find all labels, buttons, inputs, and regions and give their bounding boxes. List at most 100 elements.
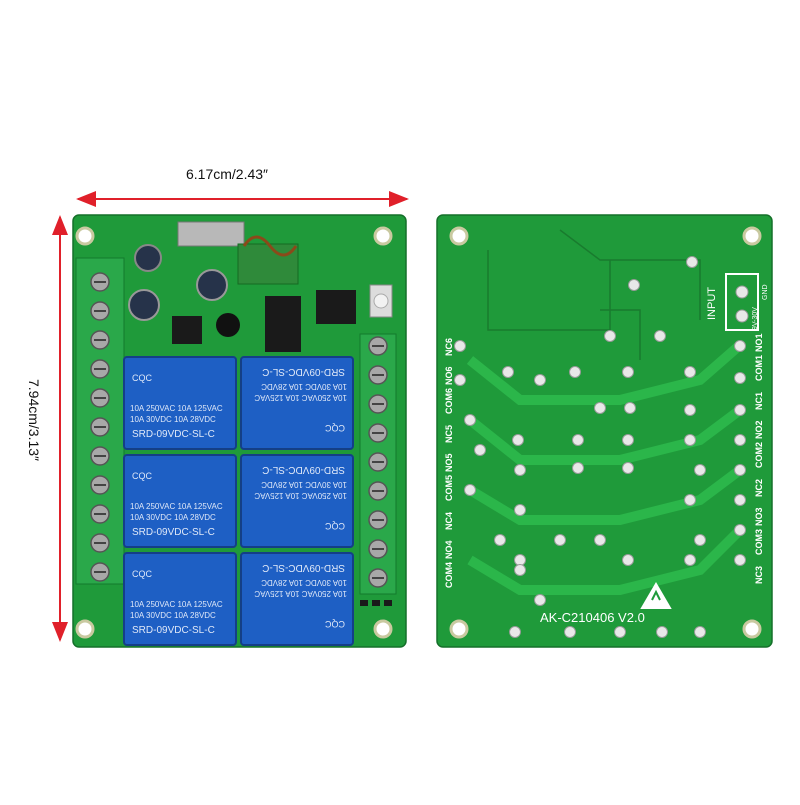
gnd-label: GND [762,284,769,300]
height-dimension-label: 7.94cm/3.13″ [26,378,42,462]
solder-pad [622,366,634,378]
relay-model-label: SRD-09VDC-SL-C [132,429,215,440]
relay-model-label: SRD-09VDC-SL-C [132,527,215,538]
ics [172,290,356,352]
solder-pad [569,366,581,378]
solder-pad [474,444,486,456]
relay-rating-label: 10A 30VDC 10A 28VDC [261,578,347,587]
relay-rating-label: 10A 250VAC 10A 125VAC [130,600,223,609]
relay-model-label: SRD-09VDC-SL-C [262,464,345,475]
solder-pad [686,256,698,268]
solder-pad [734,524,746,536]
terminal-label: NO5 [444,453,454,472]
terminal-label: COM4 [444,562,454,588]
solder-pad [554,534,566,546]
terminal-label: NC2 [754,479,764,497]
relay: CQC 10A 250VAC 10A 125VAC 10A 30VDC 10A 28… [240,552,354,646]
solder-pad [514,504,526,516]
board-version-label: AK-C210406 V2.0 [540,610,645,625]
solder-pad [694,464,706,476]
solder-pad [684,366,696,378]
solder-pad [684,494,696,506]
relay-rating-label: 10A 30VDC 10A 28VDC [130,513,216,522]
input-voltage-label: 9V-30V [752,307,759,330]
solder-pad [622,554,634,566]
solder-pad [734,464,746,476]
solder-pad [624,402,636,414]
terminal-label: NC1 [754,392,764,410]
solder-pad [628,279,640,291]
solder-pad [734,494,746,506]
power-input-terminal [725,273,759,331]
solder-pad [514,564,526,576]
relay-cert-label: CQC [132,471,153,481]
solder-pad [464,414,476,426]
solder-pad [734,372,746,384]
relay-rating-label: 10A 30VDC 10A 28VDC [130,611,216,620]
relay-rating-label: 10A 250VAC 10A 125VAC [130,404,223,413]
solder-pad [656,626,668,638]
solder-pad [564,626,576,638]
relay: CQC 10A 250VAC 10A 125VAC 10A 30VDC 10A 28… [123,356,237,450]
relay-rating-label: 10A 250VAC 10A 125VAC [130,502,223,511]
solder-pad [454,340,466,352]
terminal-label: COM1 [754,355,764,381]
terminal-label: NO1 [754,333,764,352]
esd-warning-icon [640,582,672,609]
terminal-label: COM6 [444,388,454,414]
rf-module [177,221,245,247]
relay-cert-label: CQC [325,521,346,531]
solder-pad [512,434,524,446]
solder-pad [684,404,696,416]
relay-cert-label: CQC [325,423,346,433]
solder-pad [454,374,466,386]
solder-pad [514,554,526,566]
relay-rating-label: 10A 30VDC 10A 28VDC [261,382,347,391]
terminal-label: NC3 [754,566,764,584]
terminal-label: COM5 [444,475,454,501]
terminal-label: NO6 [444,366,454,385]
right-terminal-block-front [359,333,397,595]
solder-pad [622,434,634,446]
solder-pad [509,626,521,638]
relay-cert-label: CQC [132,373,153,383]
solder-pad [734,340,746,352]
solder-pad [734,404,746,416]
relay-rating-label: 10A 250VAC 10A 125VAC [254,491,347,500]
solder-pad [594,534,606,546]
solder-pad [502,366,514,378]
left-terminal-block-front [75,257,125,585]
solder-pad [622,462,634,474]
terminal-label: COM3 [754,529,764,555]
relay: CQC 10A 250VAC 10A 125VAC 10A 30VDC 10A 28… [123,454,237,548]
terminal-label: NC5 [444,425,454,443]
relay-rating-label: 10A 250VAC 10A 125VAC [254,589,347,598]
solder-pad [514,464,526,476]
relay-model-label: SRD-09VDC-SL-C [262,366,345,377]
input-label: INPUT [706,287,718,320]
solder-pad [464,484,476,496]
terminal-label: NC4 [444,512,454,530]
solder-pad [534,594,546,606]
solder-pad [734,434,746,446]
solder-pad [684,434,696,446]
front-board: CQC 10A 250VAC 10A 125VAC 10A 30VDC 10A 28… [72,214,407,648]
relay-cert-label: CQC [132,569,153,579]
solder-pad [734,554,746,566]
terminal-label: COM2 [754,442,764,468]
copper-traces [466,341,744,595]
terminal-label: NO4 [444,540,454,559]
mounting-holes-front [75,226,393,639]
relay: CQC 10A 250VAC 10A 125VAC 10A 30VDC 10A 28… [123,552,237,646]
solder-pad [604,330,616,342]
terminal-label: NC6 [444,338,454,356]
solder-pad [572,434,584,446]
capacitors [128,244,240,337]
solder-pad [614,626,626,638]
relay-rating-label: 10A 30VDC 10A 28VDC [130,415,216,424]
relay-cert-label: CQC [325,619,346,629]
